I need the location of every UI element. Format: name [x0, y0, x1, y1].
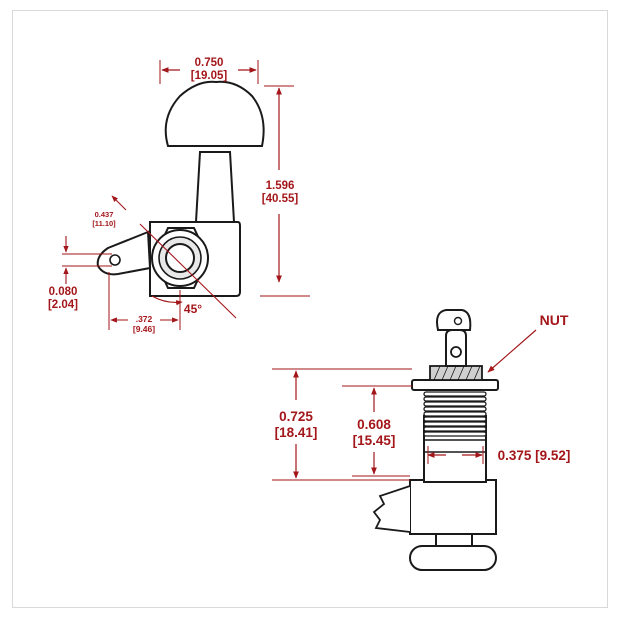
- ear-length-mm-label: [9.46]: [133, 324, 155, 334]
- post-diameter-label: 0.375 [9.52]: [498, 448, 571, 463]
- thread-ridge: [423, 416, 487, 422]
- thread-ridge: [423, 406, 487, 412]
- thread-ridge: [423, 396, 487, 402]
- nut-label: NUT: [540, 312, 569, 328]
- ear-radius-line-outer: [111, 195, 127, 211]
- top-view: 0.750 [19.05] 1.596 [40.55] 0.437 [11.10…: [48, 57, 310, 334]
- button-shaft: [194, 151, 236, 223]
- side-nut: [429, 365, 483, 381]
- angle-arc: [151, 295, 183, 306]
- hole-offset-mm-label: [2.04]: [48, 299, 78, 311]
- angle-label: 45°: [184, 302, 202, 316]
- thread-ridge: [423, 391, 487, 397]
- thread-height-mm-label: [15.45]: [353, 433, 396, 448]
- ear-radius-mm-label: [11.10]: [92, 219, 116, 228]
- side-post-cap-hole: [453, 316, 463, 326]
- drawing-frame: [12, 10, 608, 608]
- post-height-mm-label: [18.41]: [275, 425, 318, 440]
- side-button-cap: [409, 545, 497, 571]
- nut-leader: [487, 329, 537, 373]
- post-height-inch-label: 0.725: [279, 409, 313, 424]
- thread-height-inch-label: 0.608: [357, 417, 391, 432]
- side-washer: [411, 379, 499, 391]
- ear-radius-inch-label: 0.437: [95, 210, 114, 219]
- string-post: [165, 243, 195, 273]
- thread-ridge: [423, 411, 487, 417]
- thread-ridge: [423, 421, 487, 427]
- side-post-hole: [450, 346, 462, 358]
- side-nut-hatch: [433, 365, 481, 381]
- side-view: NUT 0.725 [18.41] 0.608 [15.45] 0.375 [9…: [272, 309, 571, 571]
- ear-screw-hole: [109, 254, 121, 266]
- ear-radius-line-inner: [139, 223, 237, 319]
- side-ear-break: [372, 485, 411, 533]
- height-inch-label: 1.596: [266, 180, 295, 192]
- height-mm-label: [40.55]: [262, 193, 299, 205]
- thread-ridge: [423, 431, 487, 437]
- mounting-ear: [96, 230, 152, 276]
- side-post-cap: [436, 309, 472, 331]
- thread-ridge: [423, 426, 487, 432]
- ear-length-inch-label: .372: [136, 314, 153, 324]
- thread-ridge: [423, 401, 487, 407]
- side-threads: [423, 391, 487, 437]
- width-inch-label: 0.750: [195, 57, 224, 69]
- tuner-button: [164, 80, 265, 147]
- width-mm-label: [19.05]: [191, 70, 228, 82]
- side-housing: [409, 479, 497, 535]
- hole-offset-inch-label: 0.080: [49, 286, 78, 298]
